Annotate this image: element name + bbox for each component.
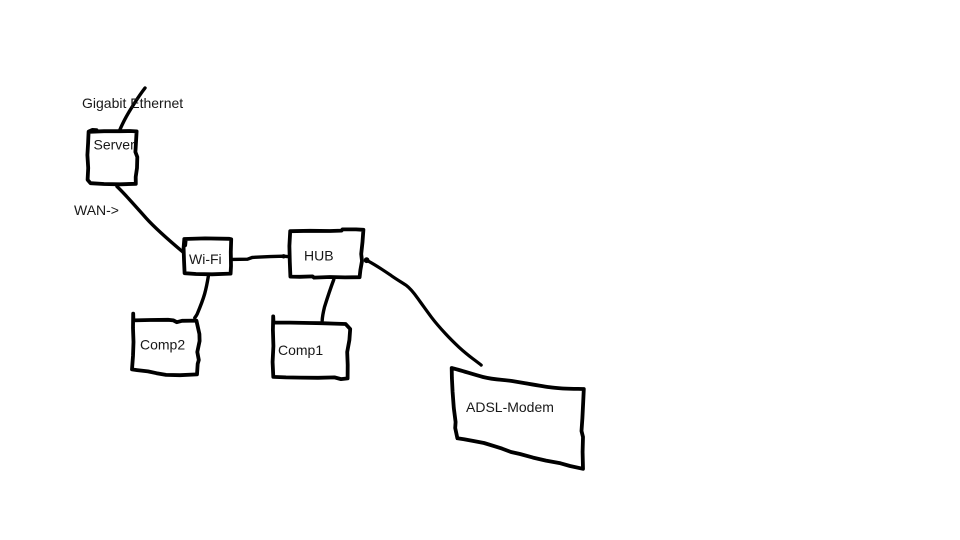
svg-text:Server: Server [94, 137, 136, 153]
svg-text:Gigabit Ethernet: Gigabit Ethernet [82, 95, 183, 111]
svg-text:ADSL-Modem: ADSL-Modem [466, 399, 554, 415]
svg-text:Comp1: Comp1 [278, 342, 323, 358]
svg-text:Comp2: Comp2 [140, 337, 185, 353]
svg-text:WAN->: WAN-> [74, 202, 119, 218]
svg-text:HUB: HUB [304, 248, 334, 264]
svg-text:Wi-Fi: Wi-Fi [189, 251, 222, 267]
